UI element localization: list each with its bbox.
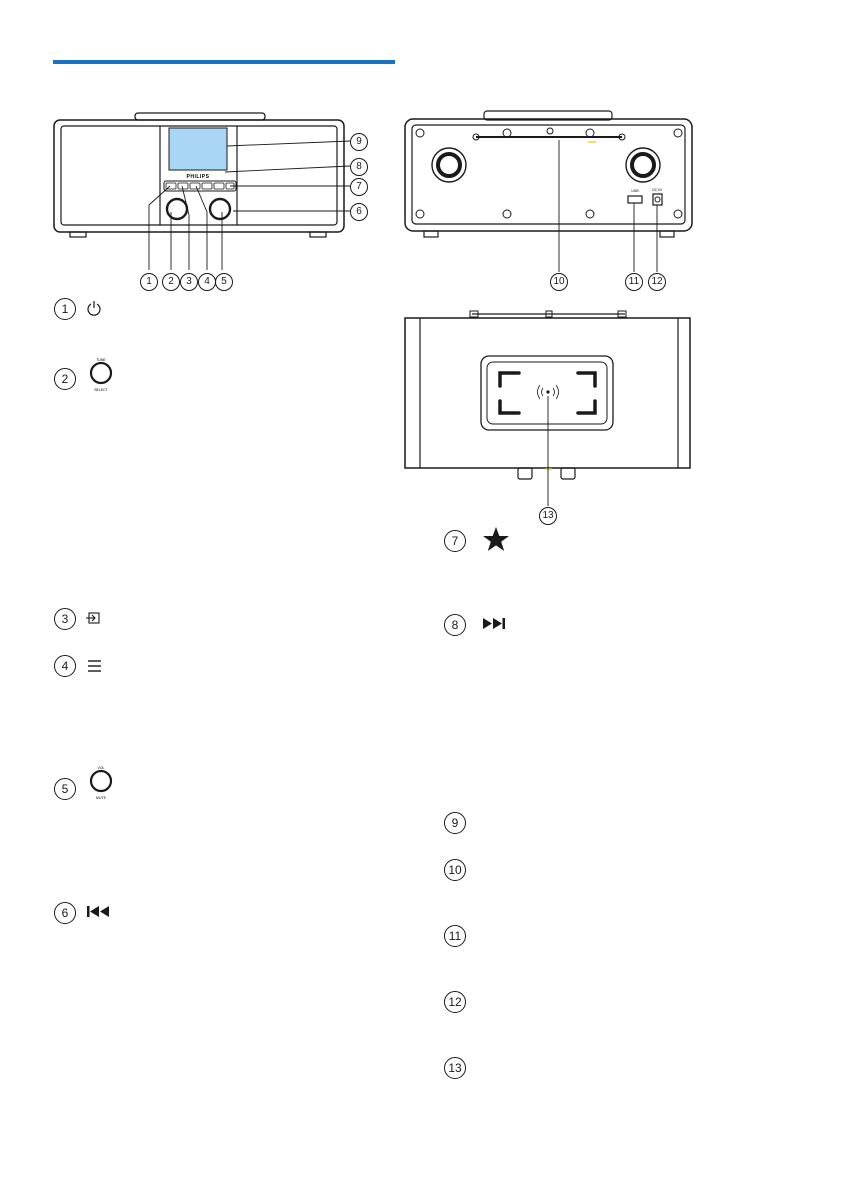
tune-knob-bottom-label: SELECT <box>94 388 108 392</box>
callout-6: 6 <box>350 203 368 221</box>
front-grille-frame <box>60 125 338 226</box>
callout-8: 8 <box>350 158 368 176</box>
legend-num-13: 13 <box>444 1057 466 1079</box>
front-foot-right <box>309 231 327 238</box>
callout-7: 7 <box>350 178 368 196</box>
tune-select-knob-icon: TUNE SELECT <box>89 358 113 392</box>
legend-num-12: 12 <box>444 991 466 1013</box>
callout-3: 3 <box>180 273 198 291</box>
antenna-end-right <box>618 133 626 141</box>
front-view-diagram: PHILIPS <box>53 112 351 270</box>
bass-port-right-inner <box>630 152 656 178</box>
wireless-charging-icon <box>537 384 559 400</box>
callout-13: 13 <box>539 507 557 525</box>
back-foot-right <box>659 230 675 238</box>
back-leader-lines <box>558 140 658 272</box>
top-knob-right <box>560 467 576 480</box>
legend-num-4: 4 <box>54 655 76 677</box>
vol-knob-top-label: VOL <box>97 766 104 770</box>
phone-guide-corners <box>498 371 597 415</box>
callout-10: 10 <box>550 273 568 291</box>
top-body <box>404 317 691 469</box>
wireless-charging-pad <box>480 355 614 431</box>
power-icon <box>87 301 101 316</box>
legend-num-7: 7 <box>444 530 466 552</box>
tune-select-knob <box>165 197 189 221</box>
front-leader-lines <box>148 140 351 270</box>
antenna-end-left <box>472 133 480 141</box>
source-input-icon <box>86 612 100 624</box>
legend-num-8: 8 <box>444 614 466 636</box>
front-foot-left <box>69 231 87 238</box>
legend-num-10: 10 <box>444 859 466 881</box>
callout-5: 5 <box>215 273 233 291</box>
bass-port-left <box>431 147 467 183</box>
brand-logo: PHILIPS <box>187 174 210 180</box>
back-panel <box>411 124 686 225</box>
callout-12: 12 <box>648 273 666 291</box>
top-knob-left <box>517 467 533 480</box>
volume-mute-knob-icon: VOL MUTE <box>89 766 113 800</box>
header-accent-rule <box>53 60 395 64</box>
legend-num-3: 3 <box>54 608 76 630</box>
callout-1: 1 <box>140 273 158 291</box>
dc-in-label: DC IN <box>652 188 662 192</box>
display-screen <box>168 127 228 171</box>
callout-9: 9 <box>350 133 368 151</box>
vol-knob-bottom-label: MUTE <box>96 796 107 800</box>
back-body <box>404 118 693 232</box>
tune-knob-top-label: TUNE <box>96 358 106 362</box>
usb-port <box>627 195 643 204</box>
bass-port-left-inner <box>436 152 462 178</box>
callout-2: 2 <box>162 273 180 291</box>
legend-num-9: 9 <box>444 812 466 834</box>
top-antenna-hinge <box>545 310 553 318</box>
legend-num-5: 5 <box>54 778 76 800</box>
legend-num-11: 11 <box>444 925 466 947</box>
legend-num-1: 1 <box>54 298 76 320</box>
usb-port-label: USB <box>631 189 639 193</box>
antenna-pivot <box>546 127 554 135</box>
dc-in-port <box>652 193 663 206</box>
volume-mute-knob <box>208 197 232 221</box>
dc-in-socket <box>654 196 661 203</box>
front-body <box>53 119 345 233</box>
next-track-icon <box>483 618 505 629</box>
screw-holes <box>415 128 683 219</box>
top-antenna-end-right <box>617 310 627 318</box>
charging-pad-inner <box>486 361 608 425</box>
legend-num-6: 6 <box>54 902 76 924</box>
top-view-diagram <box>404 310 691 506</box>
back-view-diagram: USB DC IN <box>404 110 693 272</box>
legend-num-2: 2 <box>54 368 76 390</box>
previous-track-icon <box>87 906 109 917</box>
menu-icon <box>88 660 101 672</box>
star-icon <box>483 527 509 551</box>
back-foot-left <box>423 230 439 238</box>
back-top-handle <box>483 110 613 121</box>
bass-port-right <box>625 147 661 183</box>
callout-11: 11 <box>625 273 643 291</box>
top-antenna-end-left <box>469 310 479 318</box>
